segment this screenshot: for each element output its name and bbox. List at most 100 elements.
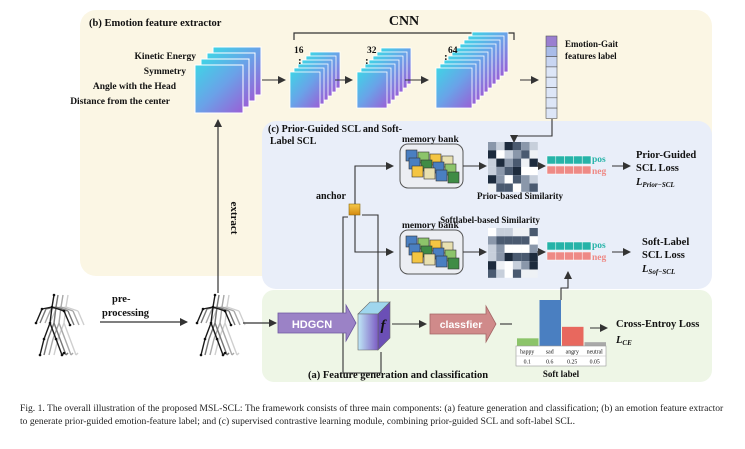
feature-angle-head: Angle with the Head: [93, 82, 177, 92]
prior-loss-line2: SCL Loss: [636, 163, 679, 174]
neg-cell: [581, 165, 592, 175]
prior-similarity-label: Prior-based Similarity: [477, 191, 563, 201]
neg-label-2: neg: [592, 253, 607, 263]
soft-label-value-neutral: 0.05: [590, 360, 600, 366]
preprocess-line2: processing: [102, 308, 150, 319]
similarity-cell: [496, 244, 505, 253]
arrow-anchor-to-bank1: [354, 162, 394, 204]
arrow-softlabel-to-grid: [560, 271, 572, 300]
similarity-cell: [504, 150, 513, 159]
similarity-cell: [529, 175, 538, 184]
similarity-cell: [488, 236, 497, 245]
cnn-dots: :: [298, 55, 302, 67]
soft-similarity-matrix: [488, 228, 538, 278]
extract-label: extract: [228, 202, 240, 235]
skeleton-bone: [202, 306, 214, 310]
skeleton-bone: [41, 306, 53, 310]
neg-cell: [564, 251, 574, 261]
skeleton-bone: [39, 338, 45, 356]
skeleton-joint: [215, 337, 219, 341]
skeleton-joint: [62, 309, 66, 313]
gait-vector-cell: [545, 35, 558, 47]
feature-kinetic-energy: Kinetic Energy: [135, 52, 197, 62]
pos-cell: [546, 241, 557, 251]
skeleton-joint: [209, 321, 213, 325]
skeleton-bone: [216, 338, 224, 356]
pos-label-2: pos: [592, 241, 606, 251]
skeleton-bone: [233, 310, 241, 326]
gait-feature-vector: [545, 35, 558, 119]
pos-label-1: pos: [592, 155, 606, 165]
cnn-map-layer: [289, 71, 321, 109]
similarity-cell: [504, 183, 513, 192]
soft-label-class-sad: sad: [546, 350, 554, 356]
skeleton-joint: [229, 323, 233, 327]
pos-cell: [546, 155, 557, 165]
skeleton-joint: [38, 353, 42, 357]
skeleton-bone: [77, 310, 85, 326]
skeleton-joint: [48, 321, 52, 325]
arrow-vector-to-prior: [510, 119, 553, 143]
skeleton-joint: [68, 323, 72, 327]
memory-bank-sample: [447, 257, 460, 270]
cnn-channel-64: 64: [448, 46, 458, 56]
arrow-anchor-to-bank2: [354, 215, 394, 256]
soft-loss-line2: SCL Loss: [642, 250, 685, 261]
similarity-cell: [529, 166, 538, 176]
similarity-cell: [504, 158, 513, 167]
skeleton-bone: [39, 308, 47, 324]
panel-scl: [262, 121, 712, 289]
similarity-cell: [512, 236, 522, 245]
similarity-cell: [488, 175, 497, 184]
similarity-cell: [521, 236, 530, 245]
skeleton-bone: [72, 310, 80, 326]
skeleton-joint: [34, 321, 38, 325]
similarity-cell: [504, 166, 513, 176]
similarity-cell: [521, 244, 530, 253]
similarity-cell: [504, 261, 513, 270]
similarity-cell: [512, 228, 522, 237]
skeleton-joint: [52, 293, 56, 297]
similarity-cell: [504, 175, 513, 184]
similarity-cell: [496, 142, 505, 151]
skeleton-bone: [51, 306, 65, 312]
pos-cell: [581, 155, 592, 165]
pos-neg-pairs-soft: [546, 241, 592, 261]
neg-cell: [581, 251, 592, 261]
skeleton-bone: [200, 308, 208, 324]
skeleton-bone: [224, 310, 232, 326]
soft-label-class-angry: angry: [566, 350, 579, 356]
similarity-cell: [521, 158, 530, 167]
soft-label-class-neutral: neutral: [587, 350, 603, 356]
skeleton-bone: [216, 294, 220, 308]
similarity-cell: [529, 158, 538, 167]
skeleton-bone: [49, 322, 57, 340]
skeleton-joint: [60, 353, 64, 357]
similarity-cell: [504, 142, 513, 151]
soft-label-title: Soft label: [543, 369, 580, 379]
memory-bank-sample: [411, 165, 424, 178]
pos-cell: [564, 155, 574, 165]
skeleton-joint: [223, 309, 227, 313]
f-label: f: [381, 318, 388, 334]
cnn-channel-16: 16: [294, 46, 304, 56]
similarity-cell: [529, 183, 538, 192]
skeleton-bone: [230, 338, 238, 356]
classifier-block: [429, 304, 497, 344]
skeleton-bone: [60, 306, 74, 312]
skeleton-joint: [211, 305, 215, 309]
similarity-cell: [488, 158, 497, 167]
similarity-cell: [529, 150, 538, 159]
skeleton-bone: [208, 322, 216, 340]
skeleton-bone: [58, 322, 66, 340]
similarity-cell: [504, 228, 513, 237]
similarity-cell: [496, 183, 505, 192]
skeleton-bone: [53, 306, 57, 324]
skeleton-bone: [216, 306, 230, 312]
title-scl-line2: Label SCL: [270, 136, 317, 147]
soft-label-value-happy: 0.1: [524, 360, 531, 366]
skeleton-bone: [214, 306, 218, 324]
skeleton-joint: [195, 321, 199, 325]
title-feature-generation: (a) Feature generation and classificatio…: [308, 370, 488, 381]
